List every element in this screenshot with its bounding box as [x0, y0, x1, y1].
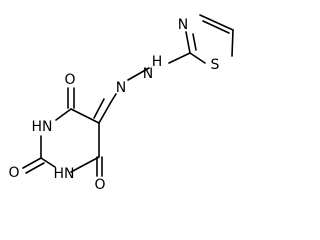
- bond-c2-n3-double: [192, 33, 197, 51]
- carbonyl-groups: [22, 87, 103, 177]
- bond-n1-c6: [70, 156, 100, 173]
- bond-nh-n: [127, 67, 150, 81]
- bond-c2-o: [22, 157, 42, 169]
- structure-svg: N S H N N O HN HN O O: [8, 14, 234, 193]
- atom-oxygen-top: O: [64, 72, 75, 88]
- bond-c4-n3: [55, 108, 72, 121]
- atom-hydrazone-n-lower: N: [116, 80, 126, 96]
- bond-c4-c5: [199, 14, 234, 31]
- atom-thiazole-s: S: [211, 57, 220, 73]
- atom-oxygen-right: O: [94, 177, 105, 193]
- atom-hydrazone-n-upper: N: [143, 66, 153, 82]
- bond-c4-c5-double: [202, 20, 230, 34]
- atom-hydrazone-h: H: [152, 54, 163, 70]
- bond-c2-n3: [185, 31, 191, 54]
- atom-thiazole-n: N: [178, 17, 188, 33]
- atom-labels: N S H N N O HN HN O O: [8, 17, 219, 193]
- atom-ring-nh-upper: HN: [32, 119, 53, 135]
- bond-c2-o-double: [25, 162, 45, 174]
- atom-oxygen-left: O: [8, 165, 19, 181]
- atom-ring-nh-lower: HN: [54, 166, 75, 182]
- bond-c5-s: [231, 29, 234, 57]
- bond-c2-n1: [40, 157, 56, 168]
- thiazole-ring: [185, 14, 234, 64]
- bond-c2-nh: [168, 52, 191, 64]
- chemical-structure-diagram: N S H N N O HN HN O O: [8, 14, 234, 193]
- pyrimidine-ring: [40, 108, 100, 173]
- bond-n-c5-double: [93, 98, 105, 119]
- hydrazone-linker: [93, 52, 191, 124]
- bond-n-c5: [98, 101, 112, 124]
- bond-c5-c4: [70, 108, 100, 124]
- bond-n-n: [110, 93, 117, 103]
- bond-s-c2: [189, 52, 206, 64]
